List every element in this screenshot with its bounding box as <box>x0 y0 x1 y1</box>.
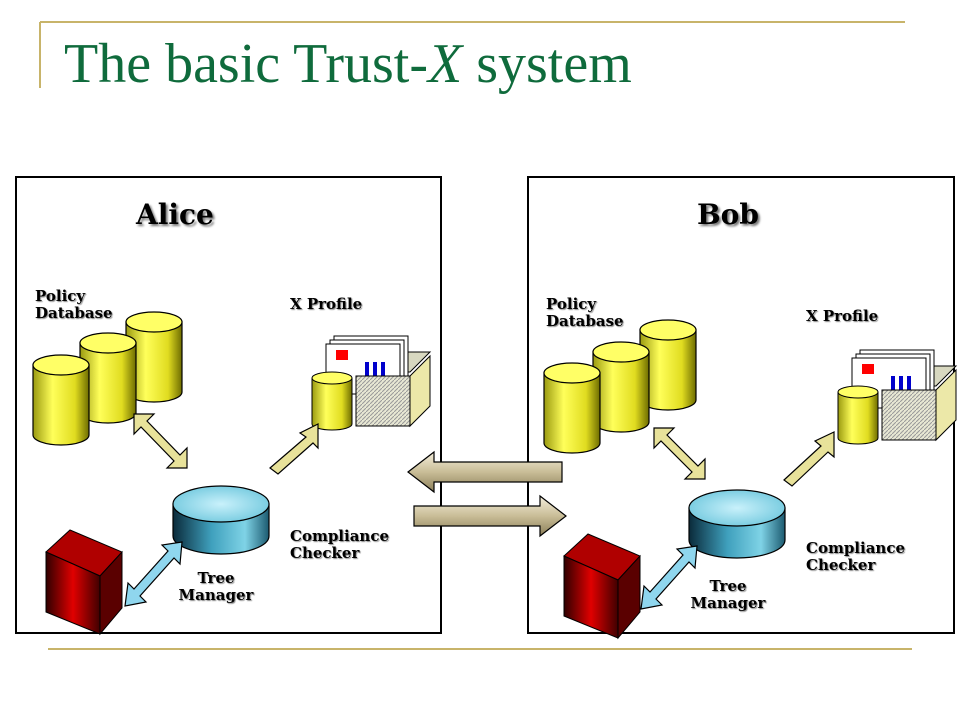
alice-compliance-checker-label: Compliance Checker <box>290 527 390 562</box>
alice-name: Alice <box>136 198 214 231</box>
alice-x-profile-label: X Profile <box>290 295 363 313</box>
bob-tree-manager-icon <box>688 489 786 559</box>
bob-red-cube-icon <box>563 533 641 639</box>
alice-profile-arrow-icon <box>269 423 319 475</box>
alice-policy-database-label: Policy Database <box>35 287 113 322</box>
bob-tree-manager-label: Tree Manager <box>690 577 766 612</box>
alice-policy-database-icon <box>32 311 183 446</box>
title-suffix: system <box>462 33 632 95</box>
title-prefix: The basic Trust- <box>64 33 428 95</box>
bob-tree-cube-arrow-icon <box>640 545 698 610</box>
bob-x-profile-label: X Profile <box>806 307 879 325</box>
bob-db-tree-arrow-icon <box>653 427 706 480</box>
bob-x-profile-icon <box>837 349 957 445</box>
alice-tree-manager-label: Tree Manager <box>178 569 254 604</box>
alice-tree-manager-icon <box>172 485 270 555</box>
bob-compliance-checker-label: Compliance Checker <box>806 539 906 574</box>
alice-x-profile-icon <box>311 335 431 431</box>
slide-title: The basic Trust-X system <box>64 36 632 92</box>
exchange-arrow-right-icon <box>413 494 567 538</box>
bob-profile-arrow-icon <box>783 431 835 487</box>
bob-policy-database-label: Policy Database <box>546 295 624 330</box>
alice-tree-cube-arrow-icon <box>124 541 183 607</box>
alice-red-cube-icon <box>45 529 123 635</box>
exchange-arrow-left-icon <box>407 450 563 494</box>
alice-db-tree-arrow-icon <box>133 413 188 469</box>
bob-policy-database-icon <box>543 319 697 454</box>
bob-name: Bob <box>697 198 759 231</box>
title-italic-x: X <box>428 33 463 95</box>
